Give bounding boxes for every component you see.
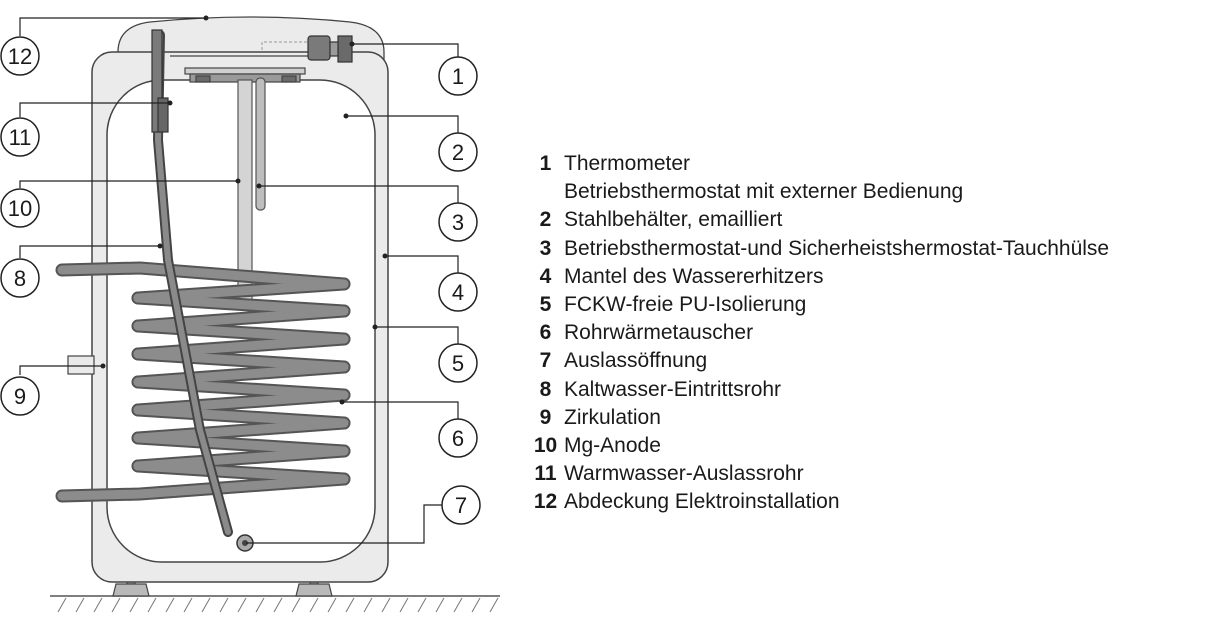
svg-text:8: 8 — [14, 266, 26, 291]
svg-text:1: 1 — [452, 64, 464, 89]
callout-3: 3 — [438, 202, 478, 242]
svg-text:6: 6 — [452, 426, 464, 451]
callout-8: 8 — [0, 258, 40, 298]
legend-label: Mantel des Wassererhitzers — [564, 264, 824, 288]
legend-row: 3 Betriebsthermostat-und Sicherheistsher… — [527, 235, 1221, 263]
svg-text:7: 7 — [455, 493, 467, 518]
svg-text:10: 10 — [8, 196, 32, 221]
legend-number: 11 — [534, 462, 557, 486]
legend-row: 11 Warmwasser-Auslassrohr — [527, 460, 1221, 488]
legend-row: 1 Thermometer — [527, 150, 1221, 178]
legend-label: Abdeckung Elektroinstallation — [564, 490, 840, 514]
legend-row: 9 Zirkulation — [527, 404, 1221, 432]
svg-text:11: 11 — [9, 125, 32, 150]
callout-9: 9 — [0, 376, 40, 416]
legend-label: Thermometer — [564, 152, 691, 176]
callout-5: 5 — [438, 343, 478, 383]
legend-number: 8 — [539, 377, 552, 401]
legend-number: 7 — [539, 349, 552, 373]
legend-row: 5 FCKW-freie PU-Isolierung — [527, 291, 1221, 319]
legend-row: 4 Mantel des Wassererhitzers — [527, 263, 1221, 291]
svg-text:4: 4 — [452, 280, 464, 305]
legend-row: 6 Rohrwärmetauscher — [527, 319, 1221, 347]
mg-anode — [237, 79, 253, 303]
callout-12: 12 — [0, 36, 40, 76]
callout-1: 1 — [438, 56, 478, 96]
legend-label: Stahlbehälter, emailliert — [564, 208, 783, 232]
legend-number: 1 — [539, 152, 552, 176]
leader-dots — [100, 15, 388, 405]
thermostat-sleeve — [255, 77, 266, 211]
thermometer — [261, 35, 353, 63]
legend-label: Zirkulation — [564, 405, 661, 429]
legend-number: 3 — [539, 236, 552, 260]
svg-text:12: 12 — [8, 44, 32, 69]
warm-water-outlet-pipe — [151, 29, 169, 133]
legend-row: 8 Kaltwasser-Eintrittsrohr — [527, 376, 1221, 404]
callout-11: 11 — [0, 117, 40, 157]
legend-label: Warmwasser-Auslassrohr — [564, 462, 804, 486]
svg-text:3: 3 — [452, 210, 464, 235]
legend-number: 12 — [533, 490, 558, 514]
callout-4: 4 — [438, 272, 478, 312]
legend-number: 5 — [539, 293, 552, 317]
callout-6: 6 — [438, 418, 478, 458]
legend-number: 4 — [539, 264, 552, 288]
callout-7: 7 — [441, 485, 481, 525]
water-heater-diagram: 1 2 3 4 5 6 7 8 9 10 11 12 — [0, 15, 500, 613]
legend-label: Auslassöffnung — [564, 349, 708, 373]
circulation-nozzle — [67, 355, 95, 375]
legend-number: 9 — [539, 405, 552, 429]
svg-text:9: 9 — [14, 384, 26, 409]
legend-row: 2 Stahlbehälter, emailliert — [527, 206, 1221, 234]
legend-label: Betriebsthermostat-und Sicherheistshermo… — [564, 236, 1110, 260]
svg-text:5: 5 — [452, 351, 464, 376]
legend-row: 10 Mg-Anode — [527, 432, 1221, 460]
svg-text:2: 2 — [452, 140, 464, 165]
legend-label: FCKW-freie PU-Isolierung — [564, 293, 807, 317]
legend-row: 12 Abdeckung Elektroinstallation — [527, 488, 1221, 516]
floor — [50, 595, 500, 613]
legend-number: 6 — [539, 321, 552, 345]
legend-number: 2 — [539, 208, 552, 232]
callout-2: 2 — [438, 132, 478, 172]
callout-10: 10 — [0, 188, 40, 228]
legend-label: Rohrwärmetauscher — [564, 321, 754, 345]
legend-label: Kaltwasser-Eintrittsrohr — [564, 377, 782, 401]
legend: 1 Thermometer Betriebsthermostat mit ext… — [527, 150, 1221, 516]
leader-lines — [19, 17, 459, 544]
legend-number: 10 — [533, 433, 558, 457]
legend-label: Mg-Anode — [564, 433, 661, 457]
legend-row: Betriebsthermostat mit externer Bedienun… — [527, 178, 1221, 206]
legend-row: 7 Auslassöffnung — [527, 347, 1221, 375]
legend-label: Betriebsthermostat mit externer Bedienun… — [564, 180, 964, 204]
heat-exchanger-coil — [55, 261, 351, 503]
